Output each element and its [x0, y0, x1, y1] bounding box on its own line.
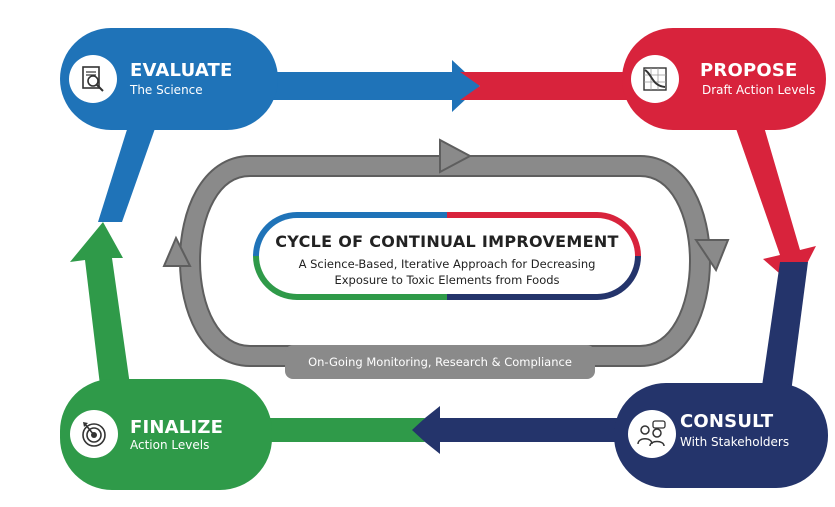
- arrow-bottom-green-segment: [265, 418, 425, 442]
- stage-propose: PROPOSE Draft Action Levels: [622, 28, 826, 130]
- inner-loop-label: On-Going Monitoring, Research & Complian…: [285, 345, 595, 379]
- stage-consult-subtitle: With Stakeholders: [680, 435, 790, 449]
- arrow-right-navy-segment: [760, 262, 808, 400]
- stage-evaluate-title: EVALUATE: [130, 60, 233, 81]
- arrow-top-red-segment: [460, 72, 640, 100]
- stage-finalize: FINALIZE Action Levels: [60, 379, 272, 490]
- stage-finalize-title: FINALIZE: [130, 417, 224, 438]
- inner-arrowhead-left: [162, 235, 192, 267]
- inner-arrowhead-right: [694, 239, 730, 273]
- arrow-consult-to-finalize: [410, 406, 620, 454]
- center-title: CYCLE OF CONTINUAL IMPROVEMENT: [275, 232, 619, 251]
- declining-chart-icon: [631, 55, 679, 103]
- stage-finalize-subtitle: Action Levels: [130, 438, 210, 452]
- arrow-left-blue-segment: [98, 120, 158, 222]
- center-subtitle-line-1: A Science-Based, Iterative Approach for …: [298, 257, 596, 271]
- stage-propose-title: PROPOSE: [700, 60, 798, 81]
- stage-consult-title: CONSULT: [680, 411, 774, 432]
- inner-arrowhead-top: [439, 138, 473, 174]
- stage-propose-subtitle: Draft Action Levels: [702, 83, 816, 97]
- target-arrow-icon: [70, 410, 118, 458]
- arrow-finalize-to-evaluate: [70, 222, 130, 385]
- center-box: CYCLE OF CONTINUAL IMPROVEMENT A Science…: [259, 218, 635, 294]
- stage-consult: CONSULT With Stakeholders: [614, 383, 828, 488]
- magnifier-document-icon: [69, 55, 117, 103]
- arrow-evaluate-to-propose: [270, 60, 480, 112]
- arrow-propose-to-consult: [733, 120, 816, 287]
- center-subtitle-line-2: Exposure to Toxic Elements from Foods: [334, 273, 560, 287]
- inner-loop-track: [181, 157, 709, 365]
- stage-evaluate: EVALUATE The Science: [60, 28, 278, 130]
- stage-evaluate-subtitle: The Science: [130, 83, 203, 97]
- people-discussion-icon: [628, 410, 676, 458]
